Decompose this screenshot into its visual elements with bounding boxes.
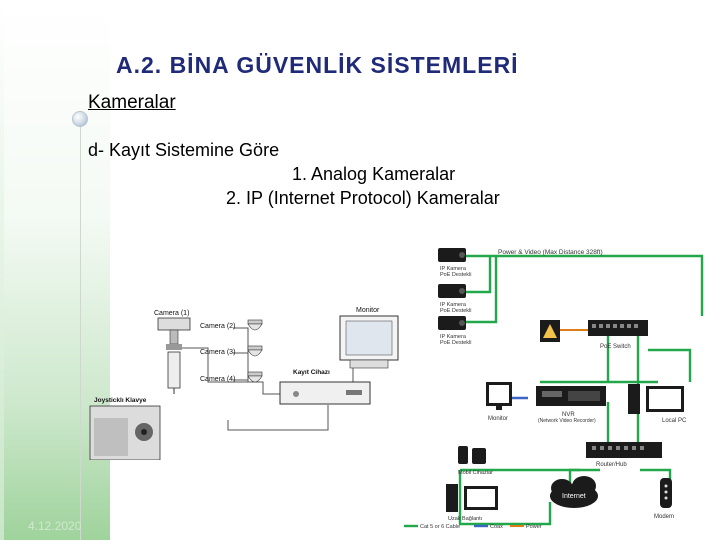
ip-monitor-icon (486, 382, 512, 410)
ip-diagram-legend: Cat 5 or 6 Cable Coax Power (404, 524, 542, 530)
ip-camera-network-diagram: Power & Video (Max Distance 328ft) IP Ka… (400, 234, 720, 540)
label-remote-pc: Uzak Bağlantı (448, 516, 482, 522)
analog-cables (180, 327, 354, 431)
label-mobile: Mobil Cihazlar (458, 470, 493, 476)
label-ip-cam-3-line2: PoE Destekli (440, 340, 472, 346)
ip-camera-3-icon (438, 316, 466, 330)
decor-vertical-line (80, 118, 81, 540)
label-top-cable: Power & Video (Max Distance 328ft) (498, 249, 603, 256)
power-supply-icon (540, 320, 560, 342)
ip-camera-1-icon (438, 248, 466, 262)
label-ip-monitor: Monitor (488, 416, 508, 422)
label-ip-cam-1-line2: PoE Destekli (440, 272, 472, 278)
label-nvr-detail: (Network Video Recorder) (538, 418, 596, 424)
label-nvr: NVR (562, 412, 575, 418)
camera-2-dome-icon (247, 319, 263, 331)
label-poe-switch: PoE Switch (600, 344, 631, 350)
poe-switch-icon (588, 320, 648, 336)
label-ip-cam-2-line1: IP Kamera (440, 302, 467, 308)
slide-title: A.2. BİNA GÜVENLİK SİSTEMLERİ (116, 52, 519, 78)
joystick-keyboard-icon (89, 405, 161, 460)
label-ip-cam-1-line1: IP Kamera (440, 266, 467, 272)
label-ip-cam-3-line1: IP Kamera (440, 334, 467, 340)
label-ip-cam-2-line2: PoE Destekli (440, 308, 472, 314)
camera-3-dome-icon (247, 345, 263, 357)
label-monitor: Monitor (356, 307, 380, 314)
recorder-dvr-icon (279, 381, 371, 405)
local-pc-icon (628, 384, 684, 414)
label-camera-3: Camera (3) (200, 349, 235, 356)
legend-coax: Coax (490, 524, 503, 530)
camera-1-ptz-icon (157, 317, 191, 394)
label-internet: Internet (562, 493, 586, 500)
internet-cloud-icon (550, 476, 598, 508)
analog-monitor-icon (339, 315, 399, 369)
slide-date: 4.12.2020 (28, 519, 82, 533)
text-record-system: d- Kayıt Sistemine Göre (88, 140, 280, 160)
camera-4-dome-icon (247, 371, 263, 383)
nvr-recorder-icon (536, 386, 606, 406)
legend-power: Power (526, 524, 542, 530)
label-recorder: Kayıt Cihazı (293, 369, 330, 376)
legend-cat-cable: Cat 5 or 6 Cable (420, 524, 460, 530)
slide-subtitle[interactable]: Kameralar (88, 92, 176, 113)
label-local-pc: Local PC (662, 418, 687, 424)
text-ip-cameras: 2. IP (Internet Protocol) Kameralar (226, 188, 500, 208)
modem-icon (660, 478, 672, 508)
mobile-device-icon (458, 446, 486, 464)
label-camera-4: Camera (4) (200, 376, 235, 383)
router-hub-icon (586, 442, 662, 458)
analog-camera-diagram: Camera (1) Camera (2) Camera (3) Camera … (89, 307, 399, 460)
remote-pc-icon (446, 484, 498, 512)
label-keyboard: Joysticklı Klavye (94, 397, 147, 404)
ip-camera-2-icon (438, 284, 466, 298)
text-analog-cameras: 1. Analog Kameralar (292, 164, 456, 184)
decor-bullet-dot (72, 111, 88, 127)
label-camera-1: Camera (1) (154, 310, 189, 317)
label-camera-2: Camera (2) (200, 323, 235, 330)
left-decor-edge (0, 0, 4, 540)
label-modem: Modem (654, 514, 674, 520)
label-router: Router/Hub (596, 462, 627, 468)
